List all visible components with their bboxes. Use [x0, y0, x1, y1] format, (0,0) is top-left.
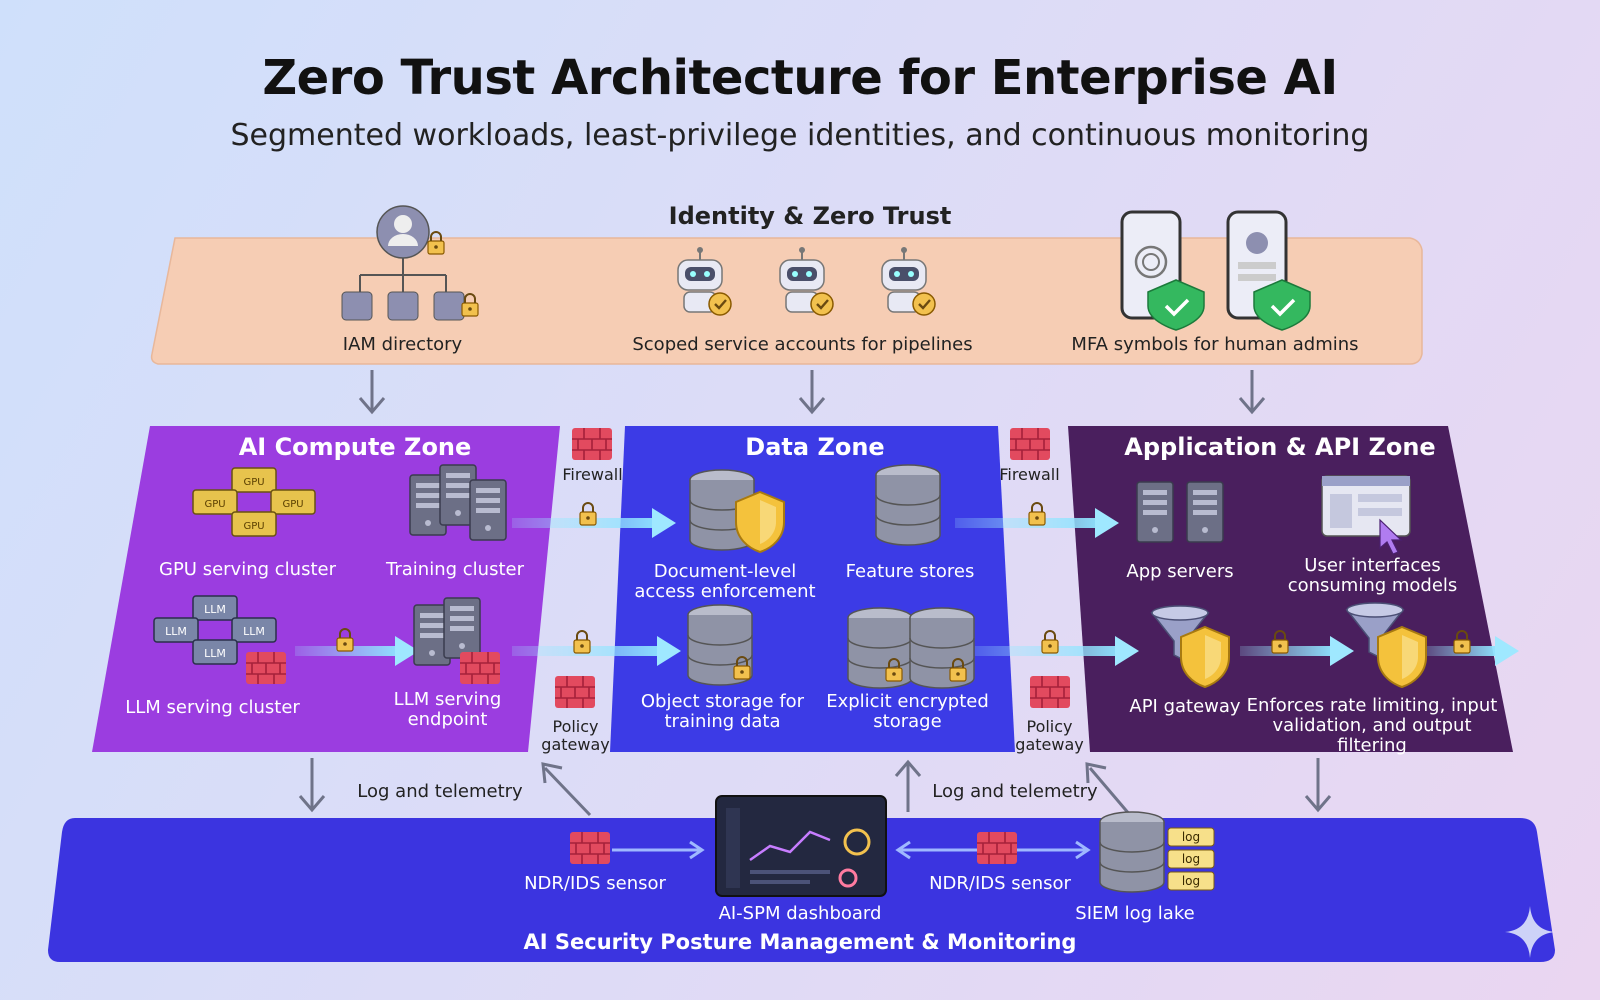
log-telemetry-label-2: Log and telemetry	[932, 781, 1098, 802]
compute-zone-title: AI Compute Zone	[238, 433, 472, 461]
monitoring-title: AI Security Posture Management & Monitor…	[523, 930, 1077, 954]
document-access-label: Document-level access enforcement	[634, 561, 816, 602]
gpu-cluster-label: GPU serving cluster	[159, 559, 336, 580]
training-cluster-label: Training cluster	[386, 559, 524, 580]
svg-text:LLM: LLM	[204, 603, 226, 616]
policy-gateway-label-1: Policy gateway	[541, 717, 610, 754]
mfa-label: MFA symbols for human admins	[1071, 334, 1359, 355]
log-tag-2: log	[1181, 852, 1201, 866]
ndr-sensor-label-2: NDR/IDS sensor	[929, 873, 1071, 894]
policy-gateway-label-2: Policy gateway	[1015, 717, 1084, 754]
api-gateway-label: API gateway	[1129, 696, 1241, 717]
feature-stores-label: Feature stores	[845, 561, 975, 582]
ai-spm-dashboard-label: AI-SPM dashboard	[718, 903, 882, 924]
ndr-sensor-label-1: NDR/IDS sensor	[524, 873, 666, 894]
identity-title: Identity & Zero Trust	[668, 202, 952, 230]
iam-directory-label: IAM directory	[342, 334, 463, 355]
firewall-label-2: Firewall	[999, 465, 1060, 484]
svg-text:GPU: GPU	[243, 521, 264, 532]
firewall-label-1: Firewall	[562, 465, 623, 484]
svg-text:LLM: LLM	[243, 625, 265, 638]
svg-text:GPU: GPU	[204, 499, 225, 510]
user-interfaces-label: User interfaces consuming models	[1287, 555, 1458, 596]
object-storage-label: Object storage for training data	[640, 691, 805, 732]
page-title: Zero Trust Architecture for Enterprise A…	[262, 50, 1338, 106]
llm-chips: LLM LLM LLM LLM	[153, 595, 277, 665]
service-accounts-label: Scoped service accounts for pipelines	[632, 334, 973, 355]
siem-log-lake-label: SIEM log lake	[1075, 903, 1195, 924]
llm-endpoint-label: LLM serving endpoint	[393, 689, 502, 730]
app-servers-label: App servers	[1126, 561, 1234, 582]
log-tag-1: log	[1181, 830, 1201, 844]
gpu-chips: GPU GPU GPU GPU	[192, 467, 316, 537]
llm-cluster-label: LLM serving cluster	[125, 697, 300, 718]
svg-text:LLM: LLM	[165, 625, 187, 638]
svg-text:GPU: GPU	[243, 477, 264, 488]
svg-text:LLM: LLM	[204, 647, 226, 660]
encrypted-storage-label: Explicit encrypted storage	[826, 691, 989, 732]
log-telemetry-label-1: Log and telemetry	[357, 781, 523, 802]
page-subtitle: Segmented workloads, least-privilege ide…	[230, 118, 1370, 153]
data-zone-title: Data Zone	[745, 433, 885, 461]
svg-text:GPU: GPU	[282, 499, 303, 510]
enforces-label: Enforces rate limiting, input validation…	[1246, 695, 1498, 756]
log-tag-3: log	[1181, 874, 1201, 888]
app-zone-title: Application & API Zone	[1124, 433, 1436, 461]
